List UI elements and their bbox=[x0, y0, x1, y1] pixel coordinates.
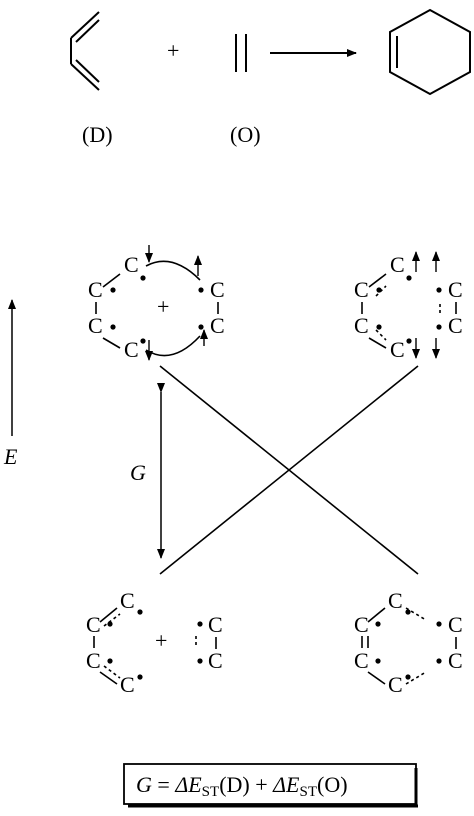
atom-c: C bbox=[124, 337, 139, 362]
ground-state-left: C C C C + C C bbox=[86, 588, 223, 697]
formula-sub-1: ST bbox=[202, 784, 220, 800]
ground-left-plus: + bbox=[155, 628, 167, 653]
diene-label: (D) bbox=[82, 122, 113, 147]
gap-formula: G = ΔEST(D) + ΔEST(O) bbox=[136, 772, 348, 800]
atom-c: C bbox=[354, 277, 369, 302]
atom-c: C bbox=[208, 648, 223, 673]
correlation-line-2 bbox=[159, 365, 419, 575]
atom-c: C bbox=[86, 648, 101, 673]
atom-c: C bbox=[448, 313, 463, 338]
atom-c: C bbox=[210, 277, 225, 302]
olefin-label: (O) bbox=[230, 122, 261, 147]
atom-c: C bbox=[208, 612, 223, 637]
atom-c: C bbox=[448, 277, 463, 302]
atom-c: C bbox=[124, 252, 139, 277]
atom-c: C bbox=[354, 313, 369, 338]
atom-c: C bbox=[210, 313, 225, 338]
atom-c: C bbox=[390, 252, 405, 277]
atom-c: C bbox=[86, 612, 101, 637]
energy-axis-label: E bbox=[3, 444, 18, 469]
atom-c: C bbox=[448, 648, 463, 673]
atom-c: C bbox=[120, 672, 135, 697]
butadiene-structure bbox=[70, 11, 100, 91]
atom-c: C bbox=[388, 672, 403, 697]
formula-equals: = bbox=[152, 772, 175, 797]
gap-formula-box: G = ΔEST(D) + ΔEST(O) bbox=[123, 763, 418, 808]
reaction-plus: + bbox=[167, 38, 179, 63]
formula-g: G bbox=[136, 772, 152, 797]
ethylene-structure bbox=[235, 34, 247, 72]
atom-c: C bbox=[388, 588, 403, 613]
atom-c: C bbox=[390, 337, 405, 362]
gap-label: G bbox=[130, 460, 146, 485]
formula-delta-1: ΔE bbox=[174, 772, 202, 797]
formula-tail-1: (D) + bbox=[219, 772, 273, 797]
ground-state-right: C C C C C C bbox=[354, 588, 463, 697]
formula-sub-2: ST bbox=[300, 784, 318, 800]
formula-tail-2: (O) bbox=[317, 772, 348, 797]
excited-left-plus: + bbox=[157, 294, 169, 319]
excited-state-right: C C C C C C bbox=[354, 251, 463, 362]
atom-c: C bbox=[88, 313, 103, 338]
atom-c: C bbox=[354, 648, 369, 673]
atom-c: C bbox=[448, 612, 463, 637]
atom-c: C bbox=[354, 612, 369, 637]
formula-delta-2: ΔE bbox=[272, 772, 300, 797]
atom-c: C bbox=[120, 588, 135, 613]
excited-state-left: C C C C C C + bbox=[88, 245, 225, 362]
atom-c: C bbox=[88, 277, 103, 302]
cyclohexene-structure bbox=[389, 8, 471, 96]
